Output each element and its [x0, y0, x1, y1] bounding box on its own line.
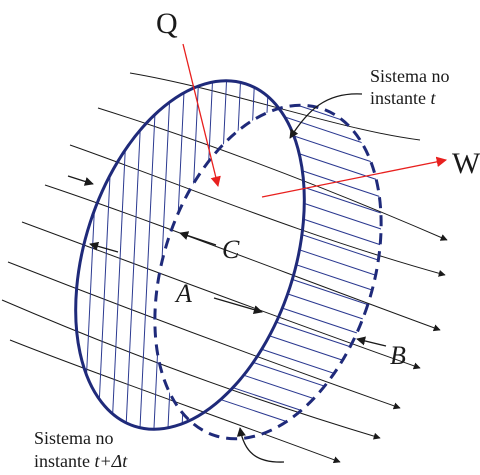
system-t-line2-var: t	[431, 88, 437, 108]
arrow-left-top	[67, 175, 94, 186]
work-arrow	[261, 156, 448, 198]
callout-t-plus-dt	[236, 427, 285, 463]
callout-t	[289, 93, 363, 139]
system-tdt-line2-prefix: instante	[34, 451, 95, 471]
system-t-line2-prefix: instante	[370, 88, 431, 108]
system-boundary-t	[74, 79, 306, 431]
heat-label: Q	[156, 7, 178, 40]
region-arrows	[67, 93, 387, 463]
system-tdt-label: Sistema no	[34, 428, 114, 448]
arrow-left-mid	[89, 241, 119, 253]
system-tdt-label-2: instante t+Δt	[34, 451, 128, 471]
system-tdt-line1: Sistema no	[34, 428, 114, 448]
region-a-label: A	[174, 279, 192, 308]
system-t-label-2: instante t	[370, 88, 437, 108]
hatch-region-b	[149, 39, 421, 467]
arrow-c	[179, 231, 217, 246]
system-tdt-line2-var: t+Δt	[95, 451, 129, 471]
streamline	[69, 144, 446, 277]
streamline	[7, 261, 401, 410]
arrow-b	[356, 336, 387, 347]
streamline	[21, 221, 421, 370]
streamlines	[1, 72, 448, 464]
arrow-a	[213, 297, 263, 315]
system-boundary-t-plus-dt	[153, 103, 383, 441]
work-label: W	[452, 147, 480, 180]
region-c-label: C	[222, 235, 240, 264]
streamline	[1, 299, 381, 440]
heat-arrow	[182, 43, 221, 188]
system-t-label: Sistema no	[370, 66, 450, 86]
hatch-region-c	[39, 49, 285, 471]
streamline	[9, 339, 341, 464]
region-b-label: B	[390, 341, 406, 370]
system-t-line1: Sistema no	[370, 66, 450, 86]
streamline	[44, 184, 441, 332]
